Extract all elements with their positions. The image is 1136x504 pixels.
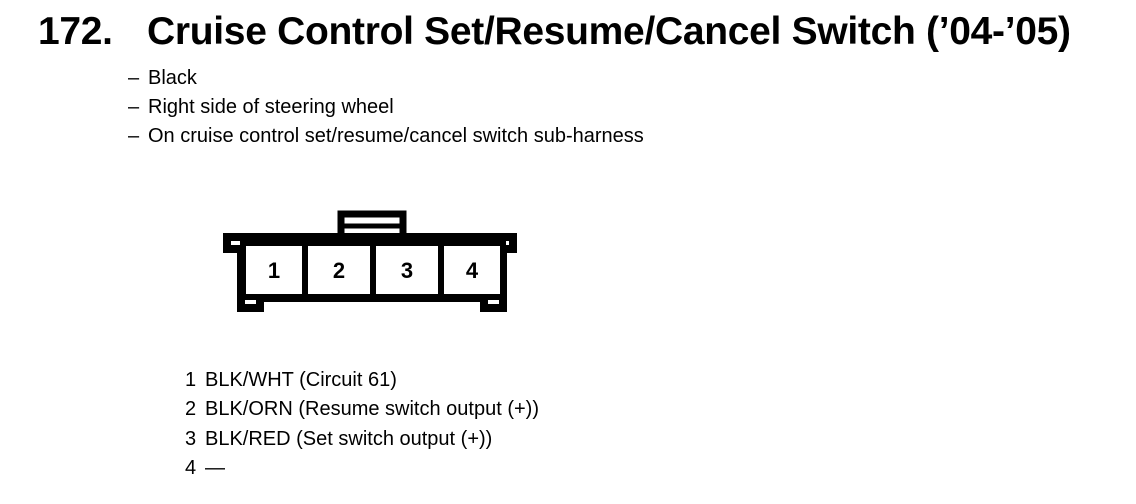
pin-cell-label-3: 3 — [401, 258, 413, 283]
connector-drawing-icon: 1 2 3 4 — [223, 210, 517, 312]
pin-legend-row: 3 BLK/RED (Set switch output (+)) — [185, 425, 539, 454]
page-title: 172. Cruise Control Set/Resume/Cancel Sw… — [38, 10, 1071, 54]
bullet-dash: – — [128, 125, 140, 147]
bullet-harness: – On cruise control set/resume/cancel sw… — [128, 122, 644, 151]
pin-cell-label-2: 2 — [333, 258, 345, 283]
section-title: Cruise Control Set/Resume/Cancel Switch … — [147, 10, 1071, 53]
bullet-dash: – — [128, 96, 140, 118]
connector-diagram: 1 2 3 4 — [215, 200, 525, 325]
pin-legend-row: 2 BLK/ORN (Resume switch output (+)) — [185, 395, 539, 424]
pin-number: 2 — [185, 398, 197, 421]
bullet-text: On cruise control set/resume/cancel swit… — [148, 125, 644, 147]
pin-description: BLK/ORN (Resume switch output (+)) — [205, 398, 539, 421]
pin-cell-label-1: 1 — [268, 258, 280, 283]
pin-legend: 1 BLK/WHT (Circuit 61) 2 BLK/ORN (Resume… — [185, 366, 539, 484]
pin-cell-1 — [240, 240, 308, 300]
bullet-text: Right side of steering wheel — [148, 96, 394, 118]
pin-cell-label-4: 4 — [466, 258, 479, 283]
bullet-text: Black — [148, 67, 197, 89]
pin-legend-row: 1 BLK/WHT (Circuit 61) — [185, 366, 539, 395]
pin-description: BLK/WHT (Circuit 61) — [205, 369, 397, 391]
pin-description: — — [205, 457, 225, 480]
bullet-list: – Black – Right side of steering wheel –… — [128, 64, 644, 151]
pin-cell-2 — [302, 240, 376, 300]
bullet-dash: – — [128, 67, 140, 89]
pin-number: 1 — [185, 369, 197, 391]
pin-number: 3 — [185, 427, 197, 450]
bullet-location: – Right side of steering wheel — [128, 93, 644, 122]
pin-legend-row: 4 — — [185, 454, 539, 483]
pin-number: 4 — [185, 457, 197, 480]
pin-description: BLK/RED (Set switch output (+)) — [205, 427, 493, 450]
pin-cell-4 — [438, 240, 506, 300]
bullet-color: – Black — [128, 64, 644, 93]
section-number: 172. — [38, 10, 113, 53]
